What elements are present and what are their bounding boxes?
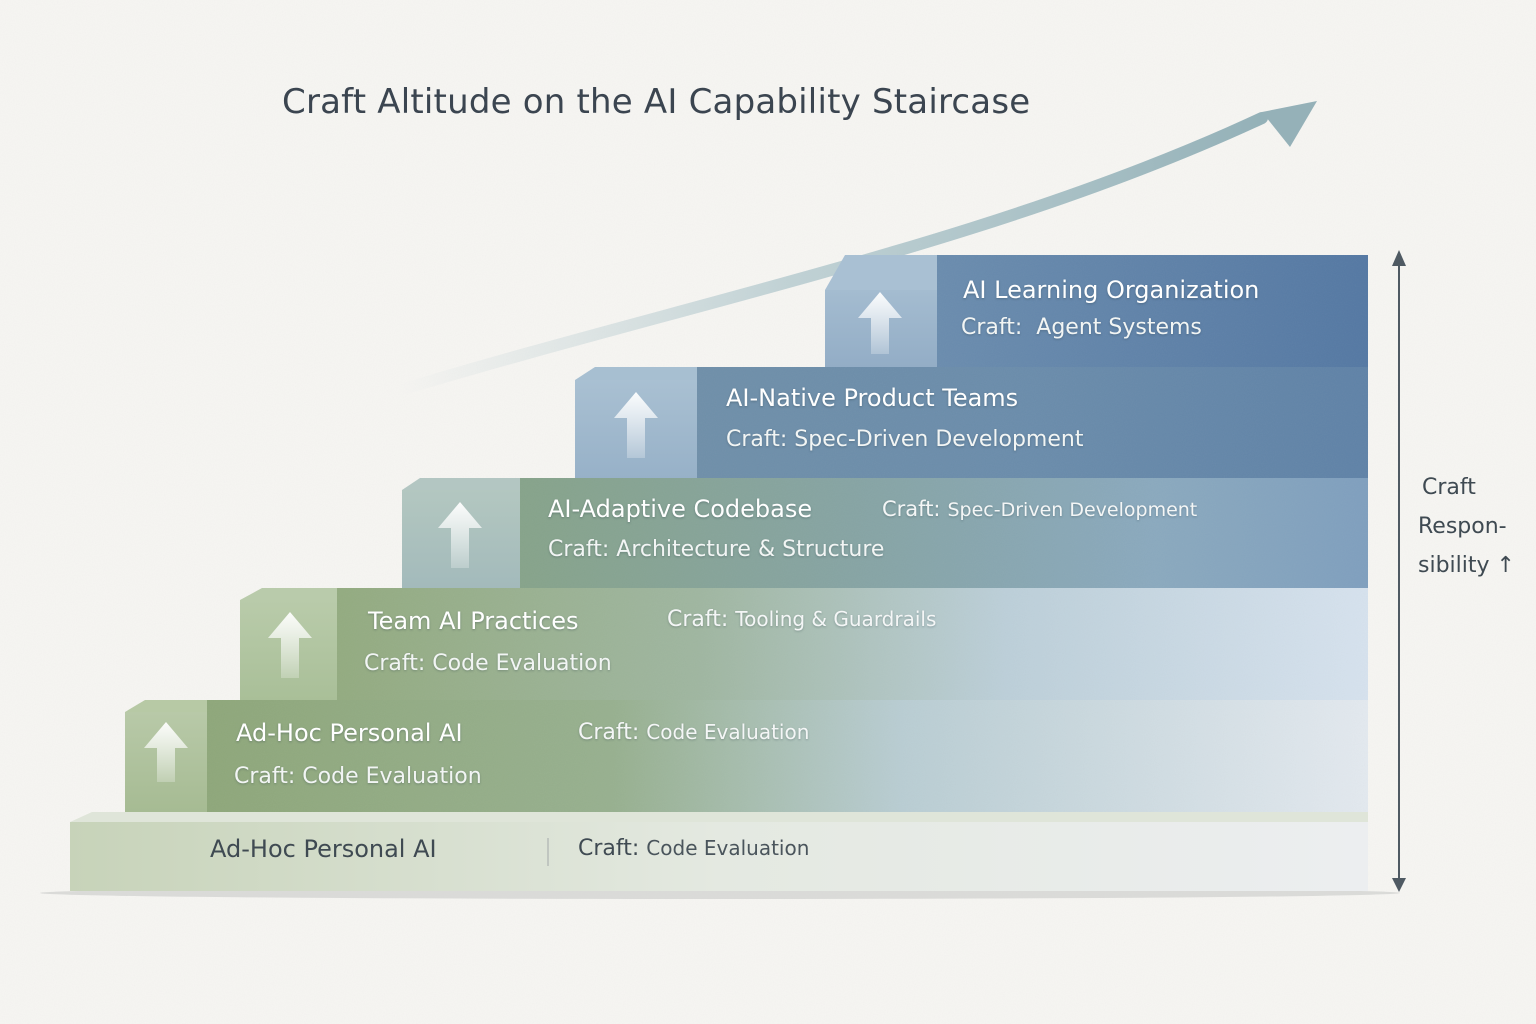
step-3 [402, 478, 1368, 588]
step-2-name: Team AI Practices [368, 607, 579, 635]
up-arrow-icon [268, 612, 312, 678]
step-3-inline-value: Spec-Driven Development [947, 499, 1198, 521]
step-2-craft-inline: Craft: Tooling & Guardrails [667, 607, 936, 632]
step-0-craft: Craft: Code Evaluation [578, 836, 809, 861]
up-arrow-icon [144, 722, 188, 782]
step-4-name: AI-Native Product Teams [726, 384, 1019, 412]
axis-label-line2: Respon- [1418, 514, 1507, 539]
step-5 [825, 255, 1368, 367]
step-1-name: Ad-Hoc Personal AI [236, 719, 463, 747]
step-2-inline-value: Tooling & Guardrails [735, 607, 937, 631]
step-0 [70, 812, 1368, 891]
step-5-name: AI Learning Organization [963, 276, 1260, 304]
step-2 [240, 588, 1368, 700]
step-0-craft-key: Craft: [578, 836, 640, 861]
step-1 [125, 700, 1368, 812]
step-3-inline-key: Craft: [882, 497, 941, 521]
step-2-inline-key: Craft: [667, 607, 729, 632]
step-1-craft-inline: Craft: Code Evaluation [578, 720, 809, 745]
page-title: Craft Altitude on the AI Capability Stai… [282, 82, 1031, 122]
step-4-craft-line: Craft: Spec-Driven Development [726, 427, 1084, 452]
axis-label: Craft Respon- sibility ↑ [1418, 468, 1528, 585]
step-1-inline-value: Code Evaluation [646, 720, 810, 744]
axis-label-line1: Craft [1422, 475, 1476, 500]
step-0-craft-value: Code Evaluation [646, 836, 810, 860]
step-3-craft-inline: Craft: Spec-Driven Development [882, 497, 1197, 522]
up-arrow-icon [614, 392, 658, 458]
up-arrow-icon [858, 292, 902, 354]
up-arrow-icon [438, 502, 482, 568]
step-1-craft-line: Craft: Code Evaluation [234, 764, 482, 789]
step-2-craft-line: Craft: Code Evaluation [364, 651, 612, 676]
axis-label-line3: sibility ↑ [1418, 553, 1515, 578]
step-5-craft-line: Craft: Agent Systems [961, 315, 1202, 340]
step-1-inline-key: Craft: [578, 720, 640, 745]
axis-arrow-icon [1392, 250, 1406, 892]
step-3-craft-line: Craft: Architecture & Structure [548, 537, 885, 562]
step-0-name: Ad-Hoc Personal AI [210, 835, 437, 863]
step-3-name: AI-Adaptive Codebase [548, 495, 813, 523]
